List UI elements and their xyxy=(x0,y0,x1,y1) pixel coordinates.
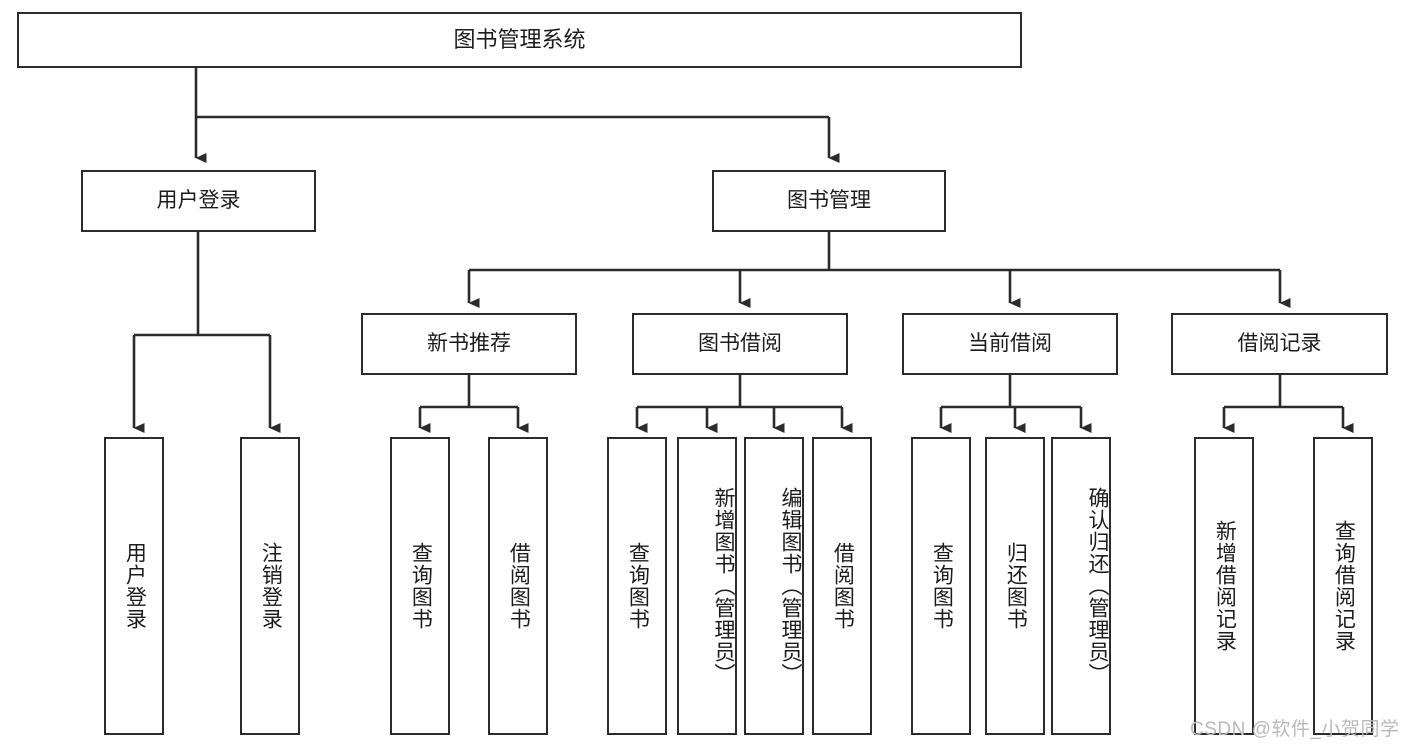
leaf-borrow-add-book-admin[interactable]: 新增图书（管理员） xyxy=(677,437,737,735)
leaf-label: 新增图书（管理员） xyxy=(712,487,735,685)
node-new-book-recommend-label: 新书推荐 xyxy=(427,331,511,355)
leaf-label: 注销登录 xyxy=(259,542,283,630)
node-user-login-label: 用户登录 xyxy=(156,188,241,212)
leaf-label: 查询图书 xyxy=(409,542,433,630)
leaf-current-return-book[interactable]: 归还图书 xyxy=(985,437,1045,735)
leaf-user-login-signout[interactable]: 注销登录 xyxy=(240,437,300,735)
leaf-user-login-signin[interactable]: 用户登录 xyxy=(104,437,164,735)
leaf-borrow-edit-book-admin[interactable]: 编辑图书（管理员） xyxy=(744,437,804,735)
node-user-login[interactable]: 用户登录 xyxy=(81,170,316,232)
leaf-label: 新增借阅记录 xyxy=(1213,520,1237,652)
node-book-management[interactable]: 图书管理 xyxy=(712,170,946,232)
leaf-label: 归还图书 xyxy=(1004,542,1028,630)
watermark: CSDN @软件_小贺同学 xyxy=(1190,719,1400,740)
leaf-label: 查询图书 xyxy=(930,542,954,630)
node-current-borrow[interactable]: 当前借阅 xyxy=(902,313,1118,375)
node-root-system[interactable]: 图书管理系统 xyxy=(17,12,1022,68)
node-book-management-label: 图书管理 xyxy=(787,188,871,212)
leaf-label: 借阅图书 xyxy=(831,542,855,630)
leaf-record-query-record[interactable]: 查询借阅记录 xyxy=(1313,437,1373,735)
node-book-borrow-label: 图书借阅 xyxy=(698,331,782,355)
node-root-label: 图书管理系统 xyxy=(453,27,586,53)
node-current-borrow-label: 当前借阅 xyxy=(968,331,1052,355)
node-borrow-record-label: 借阅记录 xyxy=(1237,331,1322,355)
node-new-book-recommend[interactable]: 新书推荐 xyxy=(361,313,577,375)
leaf-label: 编辑图书（管理员） xyxy=(779,487,802,685)
leaf-borrow-borrow-book[interactable]: 借阅图书 xyxy=(812,437,872,735)
leaf-record-add-record[interactable]: 新增借阅记录 xyxy=(1194,437,1254,735)
leaf-borrow-query-book[interactable]: 查询图书 xyxy=(607,437,667,735)
leaf-label: 查询借阅记录 xyxy=(1332,520,1356,652)
leaf-label: 借阅图书 xyxy=(507,542,531,630)
leaf-current-query-book[interactable]: 查询图书 xyxy=(911,437,971,735)
leaf-new-book-query[interactable]: 查询图书 xyxy=(390,437,450,735)
leaf-new-book-borrow[interactable]: 借阅图书 xyxy=(488,437,548,735)
node-book-borrow[interactable]: 图书借阅 xyxy=(632,313,848,375)
node-borrow-record[interactable]: 借阅记录 xyxy=(1171,313,1388,375)
leaf-current-confirm-return-admin[interactable]: 确认归还（管理员） xyxy=(1051,437,1111,735)
leaf-label: 查询图书 xyxy=(626,542,650,630)
leaf-label: 用户登录 xyxy=(123,542,147,630)
leaf-label: 确认归还（管理员） xyxy=(1086,487,1109,685)
